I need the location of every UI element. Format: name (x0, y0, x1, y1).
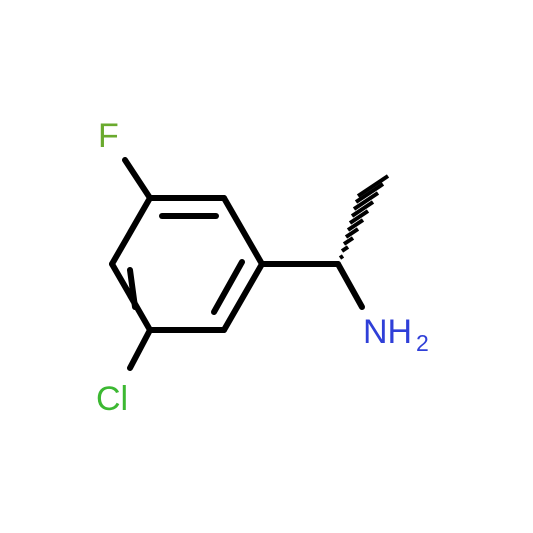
benzene-ring (109, 195, 265, 333)
amine-subscript: 2 (416, 330, 429, 356)
ring-inner-double-bond-3 (127, 267, 138, 310)
hashed-wedge-bond (338, 174, 390, 260)
ring-inner-double-bond-2 (211, 259, 245, 315)
chlorine-label: Cl (96, 380, 128, 418)
fluorine-bond (122, 157, 153, 201)
ring-bond-3 (221, 261, 265, 333)
chlorine-bond (127, 327, 153, 371)
fluorine-label: F (98, 117, 119, 155)
stereocenter-to-amine-bond (335, 261, 365, 310)
ring-bond-6 (109, 195, 153, 267)
ring-bond-2 (221, 195, 265, 267)
amine-label: NH (363, 313, 412, 351)
